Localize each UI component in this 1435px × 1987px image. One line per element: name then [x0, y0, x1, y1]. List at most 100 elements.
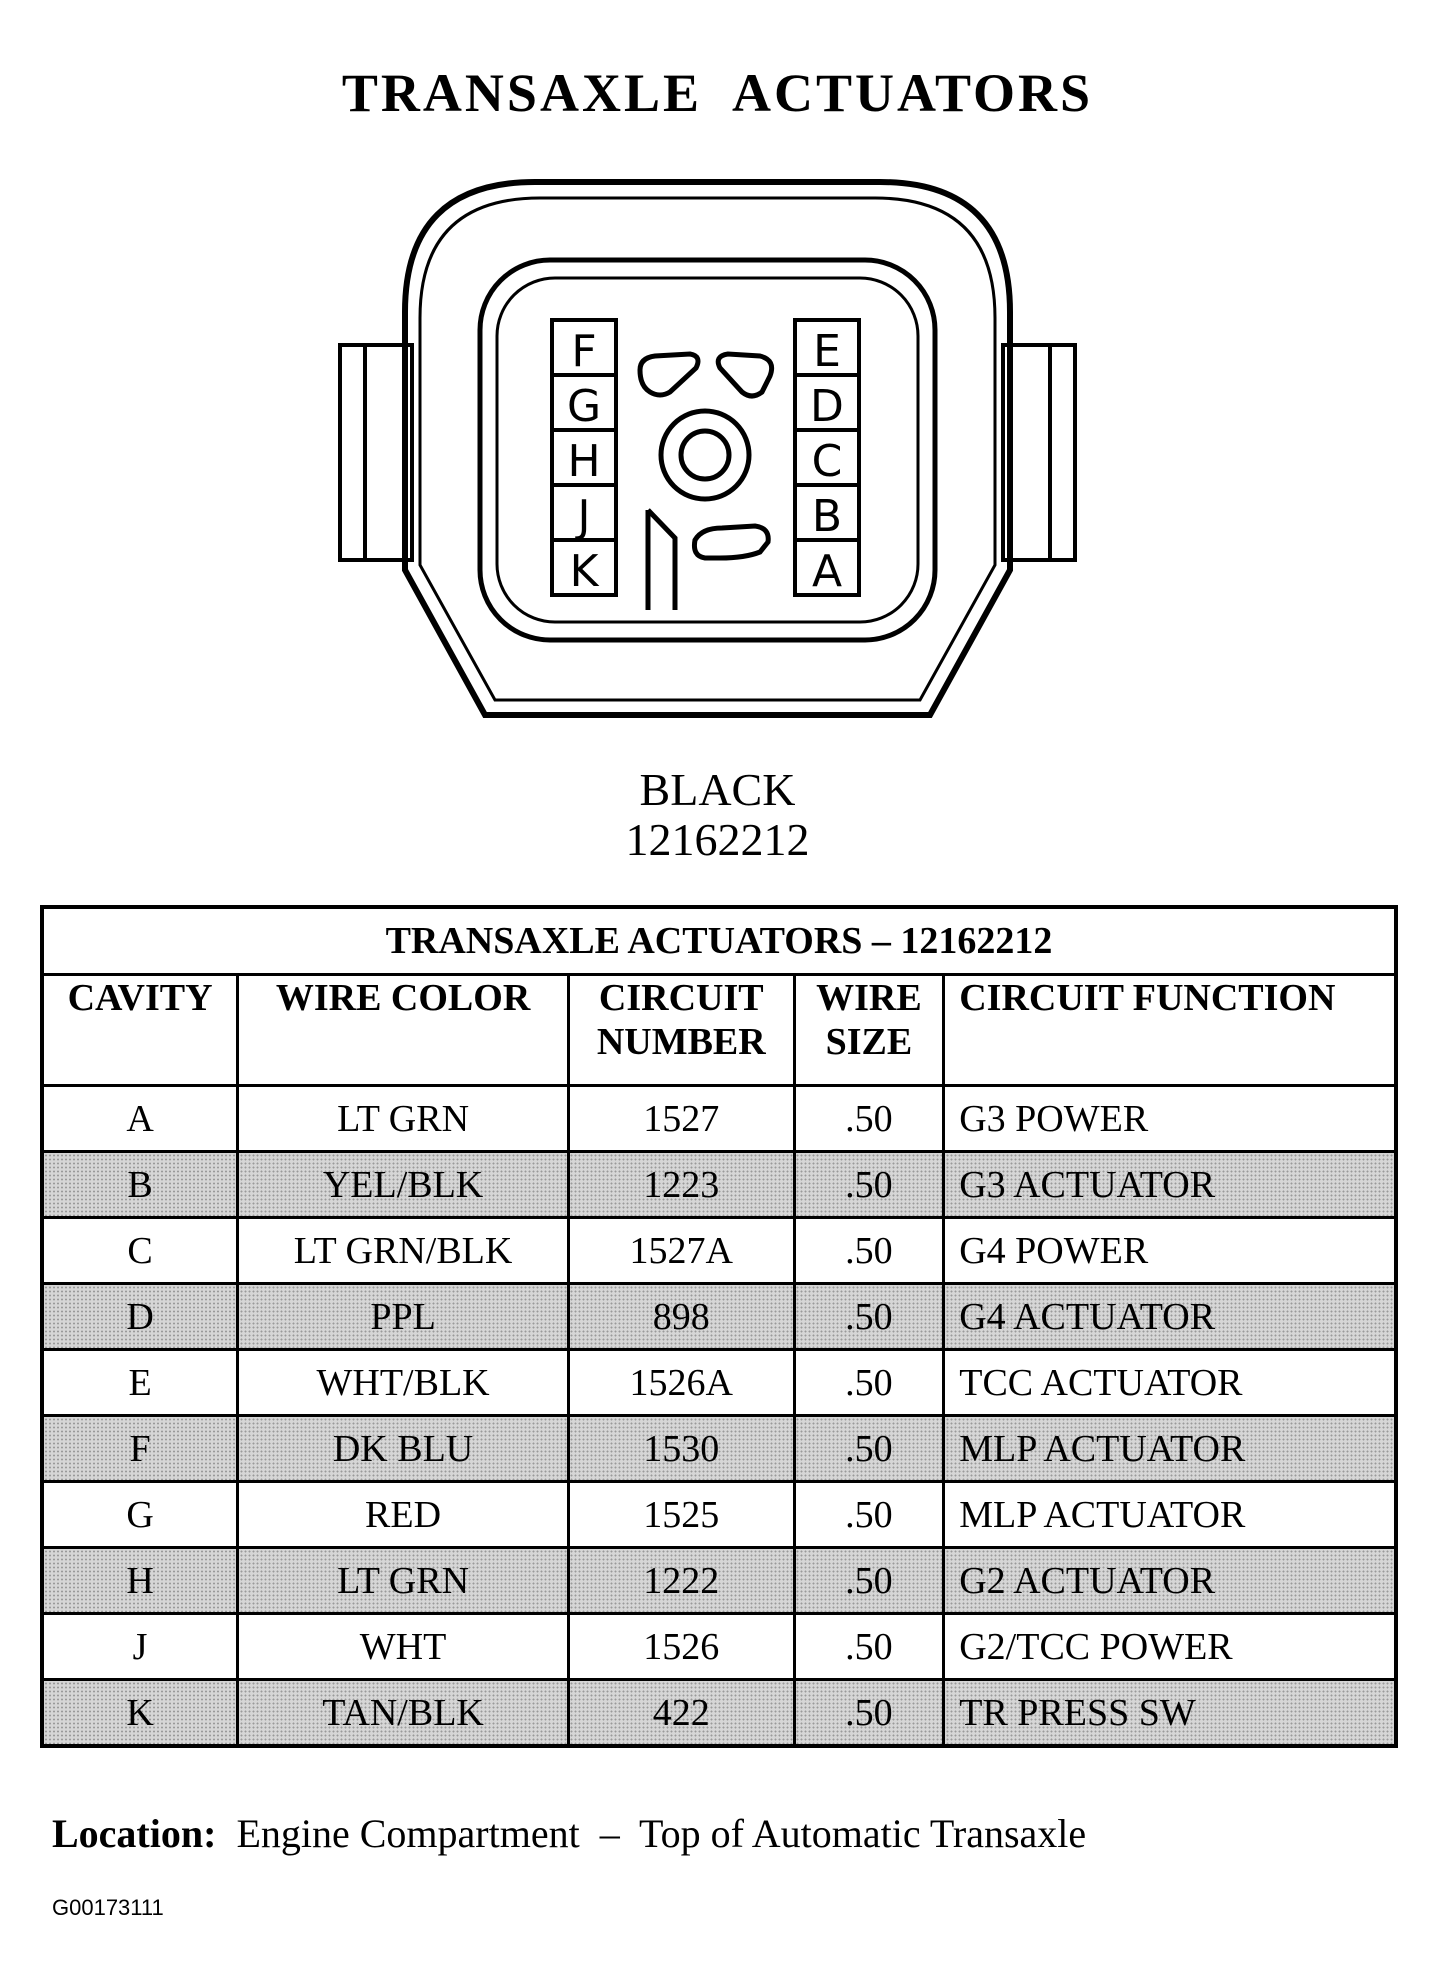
cell-circuit-function: G4 ACTUATOR	[942, 1282, 1398, 1351]
cell-cavity: C	[40, 1216, 240, 1285]
cell-circuit-number: 1223	[566, 1150, 796, 1219]
key-slot-right	[715, 351, 775, 399]
connector-housing-inner	[418, 196, 997, 702]
cell-circuit-function: MLP ACTUATOR	[942, 1480, 1398, 1549]
cell-circuit-number: 1525	[566, 1480, 796, 1549]
figure-id: G00173111	[52, 1895, 164, 1920]
connector-color: BLACK	[639, 764, 796, 815]
cell-wire-color: RED	[236, 1480, 570, 1549]
cell-wire-color: TAN/BLK	[236, 1678, 570, 1748]
cell-circuit-function: G4 POWER	[942, 1216, 1398, 1285]
pinout-table: TRANSAXLE ACTUATORS – 12162212 CAVITY WI…	[40, 905, 1398, 1748]
cell-circuit-number: 1527	[566, 1084, 796, 1153]
connector-housing-outer	[402, 179, 1013, 718]
cell-circuit-number: 1222	[566, 1546, 796, 1615]
cell-wire-size: .50	[792, 1282, 946, 1351]
cell-wire-size: .50	[792, 1678, 946, 1748]
cell-cavity: A	[40, 1084, 240, 1153]
location-note: Location: Engine Compartment – Top of Au…	[52, 1810, 1086, 1857]
cell-wire-color: PPL	[236, 1282, 570, 1351]
cell-wire-size: .50	[792, 1612, 946, 1681]
cell-cavity: E	[40, 1348, 240, 1417]
cell-wire-size: .50	[792, 1480, 946, 1549]
pin-label-j: J	[575, 491, 591, 542]
connector-face	[477, 257, 938, 643]
pin-label-d: D	[810, 381, 844, 432]
cell-cavity: H	[40, 1546, 240, 1615]
pin-label-e: E	[813, 326, 841, 377]
right-latch-tab	[1001, 343, 1077, 562]
header-wire-size-line2: SIZE	[825, 1021, 913, 1063]
cell-circuit-number: 1530	[566, 1414, 796, 1483]
header-circuit-number-line1: CIRCUIT	[598, 977, 764, 1019]
left-pin-column	[550, 318, 618, 597]
key-slot-left	[637, 351, 701, 398]
location-text: Engine Compartment – Top of Automatic Tr…	[216, 1811, 1087, 1856]
cell-cavity: F	[40, 1414, 240, 1483]
cell-circuit-function: G2/TCC POWER	[942, 1612, 1398, 1681]
cell-circuit-function: G3 ACTUATOR	[942, 1150, 1398, 1219]
cell-circuit-function: G2 ACTUATOR	[942, 1546, 1398, 1615]
cell-cavity: G	[40, 1480, 240, 1549]
header-wire-color: WIRE COLOR	[236, 973, 570, 1087]
cell-circuit-function: G3 POWER	[942, 1084, 1398, 1153]
cell-wire-size: .50	[792, 1546, 946, 1615]
pin-label-g: G	[567, 381, 601, 432]
table-title: TRANSAXLE ACTUATORS – 12162212	[40, 905, 1398, 976]
cell-circuit-number: 898	[566, 1282, 796, 1351]
header-circuit-number-line2: NUMBER	[596, 1021, 766, 1063]
cell-wire-color: WHT/BLK	[236, 1348, 570, 1417]
location-label: Location:	[52, 1811, 217, 1856]
cell-wire-color: DK BLU	[236, 1414, 570, 1483]
cell-cavity: K	[40, 1678, 240, 1748]
pin-label-a: A	[812, 546, 842, 597]
cell-circuit-function: MLP ACTUATOR	[942, 1414, 1398, 1483]
cell-circuit-number: 1526	[566, 1612, 796, 1681]
cell-cavity: D	[40, 1282, 240, 1351]
connector-part-number: 12162212	[625, 814, 810, 865]
page-title: TRANSAXLE ACTUATORS	[341, 63, 1094, 123]
pin-label-k: K	[570, 546, 600, 597]
header-cavity: CAVITY	[40, 973, 240, 1087]
pin-label-f: F	[571, 326, 596, 377]
cell-wire-color: LT GRN	[236, 1084, 570, 1153]
cell-wire-size: .50	[792, 1216, 946, 1285]
key-slot-lower	[692, 523, 771, 561]
cell-cavity: B	[40, 1150, 240, 1219]
cell-circuit-number: 1527A	[566, 1216, 796, 1285]
pin-label-c: C	[812, 436, 843, 487]
pin-label-b: B	[812, 491, 842, 542]
center-post-outer	[658, 408, 752, 502]
polarizing-channel	[645, 508, 678, 610]
pin-label-h: H	[567, 436, 600, 487]
cell-circuit-function: TR PRESS SW	[942, 1678, 1398, 1748]
connector-face-diagram: F G H J K E D C B A	[338, 179, 1077, 718]
cell-circuit-function: TCC ACTUATOR	[942, 1348, 1398, 1417]
right-pin-column	[793, 318, 861, 597]
cell-wire-color: YEL/BLK	[236, 1150, 570, 1219]
cell-wire-size: .50	[792, 1348, 946, 1417]
cell-cavity: J	[40, 1612, 240, 1681]
center-post-inner	[678, 428, 732, 482]
cell-wire-color: LT GRN/BLK	[236, 1216, 570, 1285]
cell-wire-color: LT GRN	[236, 1546, 570, 1615]
header-circuit-function: CIRCUIT FUNCTION	[942, 973, 1398, 1087]
header-wire-size-line1: WIRE	[816, 977, 922, 1019]
cell-wire-size: .50	[792, 1084, 946, 1153]
cell-circuit-number: 1526A	[566, 1348, 796, 1417]
cell-wire-color: WHT	[236, 1612, 570, 1681]
left-latch-tab	[338, 343, 414, 562]
